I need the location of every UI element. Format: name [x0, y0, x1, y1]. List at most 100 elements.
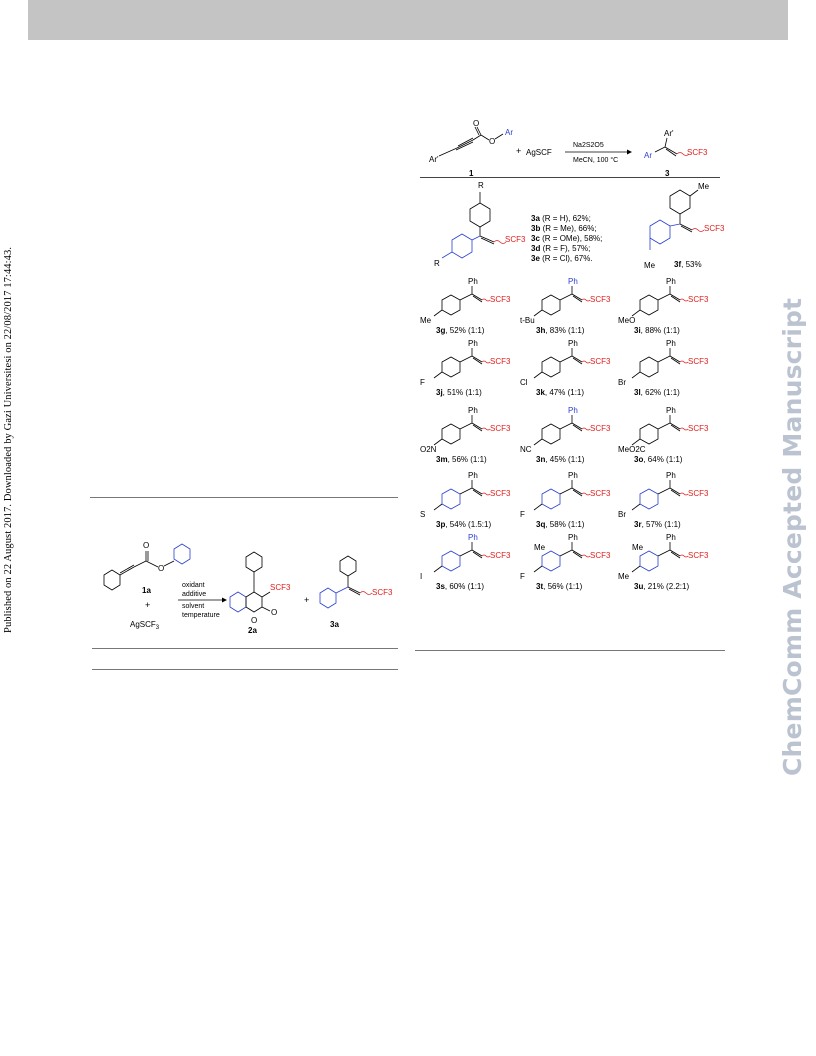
svg-text:+: +: [304, 595, 309, 605]
svg-text:O: O: [271, 608, 277, 617]
scheme-bottom-rule: [415, 650, 725, 651]
svg-text:O: O: [251, 616, 257, 625]
phenyl-label: Ph: [468, 533, 478, 542]
scf3-label: SCF3: [688, 295, 709, 304]
phenyl-label: Ph: [568, 339, 578, 348]
condition-solvent-temperature: MeCN, 100 °C: [573, 156, 618, 164]
phenyl-label: Ph: [568, 533, 578, 542]
label-2a: 2a: [248, 626, 257, 635]
yield-label-3s: 3s, 60% (1:1): [436, 582, 485, 591]
product-number: 3: [665, 169, 670, 178]
label-1a: 1a: [142, 586, 151, 595]
scf3-label: SCF3: [590, 357, 611, 366]
entry-3e: 3e (R = Cl), 67%.: [531, 254, 593, 263]
list-3a-3e: 3a (R = H), 62%; 3b (R = Me), 66%; 3c (R…: [531, 214, 602, 264]
entry-3f: 3f, 53%: [674, 260, 702, 269]
yield-label-3p: 3p, 54% (1.5:1): [436, 520, 492, 529]
structure-3a-3e: R R SCF3: [434, 181, 526, 268]
yield-label-3u: 3u, 21% (2.2:1): [634, 582, 690, 591]
svg-text:SCF3: SCF3: [270, 583, 291, 592]
yield-label-3i: 3i, 88% (1:1): [634, 326, 680, 335]
yield-label-3k: 3k, 47% (1:1): [536, 388, 585, 397]
phenyl-label: Ph: [468, 339, 478, 348]
svg-text:oxidant: oxidant: [182, 582, 205, 589]
product-ar-prime: Ar': [664, 129, 674, 138]
svg-text:SCF3: SCF3: [704, 224, 725, 233]
scf3-label: SCF3: [688, 489, 709, 498]
yield-label-3h: 3h, 83% (1:1): [536, 326, 585, 335]
yield-label-3l: 3l, 62% (1:1): [634, 388, 680, 397]
scf3-label: SCF3: [490, 489, 511, 498]
scf3-label: SCF3: [490, 551, 511, 560]
phenyl-label: Ph: [666, 533, 676, 542]
phenyl-label: Ph: [568, 277, 578, 286]
accepted-manuscript-watermark: ChemComm Accepted Manuscript: [778, 297, 807, 776]
publication-note: Published on 22 August 2017. Downloaded …: [3, 246, 14, 633]
product-scf3: SCF3: [687, 148, 708, 157]
scf3-label: SCF3: [590, 489, 611, 498]
phenyl-label: Ph: [568, 406, 578, 415]
svg-text:+: +: [145, 600, 150, 610]
r-bottom: R: [434, 259, 440, 268]
svg-text:Me: Me: [698, 182, 710, 191]
plus-sign: +: [516, 146, 521, 156]
scf3-label: SCF3: [590, 295, 611, 304]
svg-text:solvent: solvent: [182, 603, 204, 610]
svg-text:Me: Me: [644, 261, 656, 270]
yield-label-3r: 3r, 57% (1:1): [634, 520, 681, 529]
substituent-label: MeO: [618, 316, 635, 324]
yield-label-3q: 3q, 58% (1:1): [536, 520, 585, 529]
aryl-label: Ar: [505, 128, 513, 137]
r-top: R: [478, 181, 484, 190]
phenyl-label: Ph: [666, 277, 676, 286]
scf3-3a: SCF3: [505, 235, 526, 244]
optimization-scheme: O O 1a + AgSCF3 oxidant additive solvent…: [103, 541, 393, 635]
svg-text:O: O: [143, 541, 149, 550]
substituent-2-label: Me: [534, 543, 546, 552]
substituent-2-label: Me: [632, 543, 644, 552]
substituent-label: Br: [618, 378, 626, 386]
scf3-label: SCF3: [688, 424, 709, 433]
ar-prime-label: Ar': [429, 155, 439, 164]
ester-o-label: O: [489, 137, 495, 146]
substituent-label: F: [520, 572, 525, 580]
substituent-label: Me: [618, 572, 630, 580]
yield-label-3t: 3t, 56% (1:1): [536, 582, 583, 591]
substituent-label: F: [520, 510, 525, 518]
svg-text:additive: additive: [182, 591, 206, 598]
product-ar: Ar: [644, 151, 652, 160]
substituent-label: t-Bu: [520, 316, 535, 324]
yield-label-3j: 3j, 51% (1:1): [436, 388, 482, 397]
yield-label-3o: 3o, 64% (1:1): [634, 455, 683, 464]
substituent-label: Cl: [520, 378, 528, 386]
scf3-label: SCF3: [490, 424, 511, 433]
svg-text:SCF3: SCF3: [372, 588, 393, 597]
phenyl-label: Ph: [666, 339, 676, 348]
yield-label-3n: 3n, 45% (1:1): [536, 455, 585, 464]
left-top-rule: [90, 497, 398, 498]
entry-3a: 3a (R = H), 62%;: [531, 214, 591, 223]
structure-3f: Me SCF3 Me: [644, 182, 725, 270]
label-3a: 3a: [330, 620, 339, 629]
